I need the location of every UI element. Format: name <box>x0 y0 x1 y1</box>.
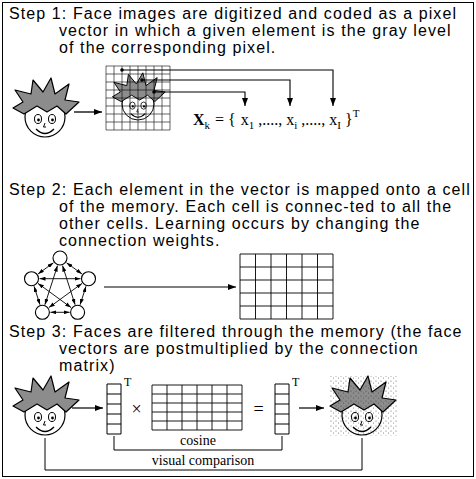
pixel-dot <box>120 68 124 72</box>
face-drawing <box>13 376 79 435</box>
step1-figure <box>13 66 333 137</box>
network-links <box>50 312 69 313</box>
arrow <box>74 111 102 112</box>
leader-arrow <box>122 70 333 106</box>
face-vector <box>107 384 121 434</box>
text-holder: Step 3: Faces are filtered through the m… <box>9 323 471 374</box>
operator: × <box>131 399 141 420</box>
network-cells <box>53 251 67 265</box>
transpose-mark: T <box>124 375 131 390</box>
formula-text: = { <box>215 111 236 129</box>
network-links <box>80 286 86 304</box>
step-text: Step 2: Each element in the vector is ma… <box>9 181 471 249</box>
vector-element: x <box>241 111 249 129</box>
arrow <box>104 286 236 287</box>
transpose-mark: T <box>292 375 299 390</box>
label-holder: ,...., <box>258 111 282 129</box>
label-holder: x <box>241 111 249 129</box>
network-cells <box>25 251 96 319</box>
step2-figure <box>25 251 334 319</box>
label-holder: 1 <box>249 115 255 127</box>
network-links <box>63 266 76 305</box>
label-holder: I <box>337 115 341 127</box>
vector-formula: Xk= {x1,....,xi,....,xI}T <box>193 111 359 129</box>
transpose-mark: T <box>353 107 360 119</box>
output-vector <box>275 384 289 434</box>
arrow <box>299 407 324 408</box>
text-holder: Step 2: Each element in the vector is ma… <box>9 181 471 249</box>
label-holder: T <box>124 375 131 390</box>
network-links <box>38 283 71 307</box>
network-cells <box>71 305 85 319</box>
subscript: i <box>294 119 297 131</box>
network-links <box>67 263 83 274</box>
label-holder: x <box>286 111 294 129</box>
noise-speckle <box>329 376 397 436</box>
subscript: I <box>337 119 341 131</box>
face-drawing <box>330 376 396 435</box>
leader-arrow <box>154 92 245 106</box>
operator: = <box>253 399 263 420</box>
formula-text: ,...., <box>301 111 325 129</box>
pixel-dot <box>152 90 156 94</box>
pixel-dot <box>140 78 144 82</box>
label-holder: i <box>294 115 297 127</box>
label-holder: ,...., <box>301 111 325 129</box>
network-links <box>34 286 40 304</box>
label-holder: X <box>193 111 205 129</box>
label-holder: = <box>253 399 263 420</box>
bracket-label: visual comparison <box>150 453 256 469</box>
memory-matrix <box>240 254 333 319</box>
network-cells <box>25 272 39 286</box>
text-holder: Step 1: Face images are digitized and co… <box>9 5 471 56</box>
pixel-grid <box>106 66 170 130</box>
subscript: 1 <box>249 119 255 131</box>
network-links <box>45 266 58 305</box>
label-holder: k <box>205 115 211 127</box>
step-text: Step 1: Face images are digitized and co… <box>9 5 471 56</box>
network-cells <box>35 305 49 319</box>
pixel-grid-ground <box>106 66 170 130</box>
vector-element: x <box>286 111 294 129</box>
label-holder: T <box>353 115 360 127</box>
label-holder: cosine <box>178 433 218 449</box>
network-links <box>40 278 81 279</box>
formula-text: ,...., <box>258 111 282 129</box>
face-drawing <box>13 78 79 137</box>
step3-figure <box>13 376 397 470</box>
vector-element: x <box>329 111 337 129</box>
label-holder: × <box>131 399 141 420</box>
leader-arrow <box>142 80 290 106</box>
label-holder: = { <box>215 111 236 129</box>
label-holder: x <box>329 111 337 129</box>
memory-matrix <box>152 385 242 430</box>
arrow <box>72 407 103 408</box>
label-holder: } <box>345 111 353 129</box>
subscript: k <box>205 119 211 131</box>
network-cells <box>82 272 96 286</box>
label-holder: visual comparison <box>150 453 256 469</box>
vector-symbol: X <box>193 111 205 129</box>
bracket-label: cosine <box>178 433 218 449</box>
formula-text: } <box>345 111 353 129</box>
label-holder: T <box>292 375 299 390</box>
step-text: Step 3: Faces are filtered through the m… <box>9 323 471 374</box>
network-links <box>38 263 54 274</box>
